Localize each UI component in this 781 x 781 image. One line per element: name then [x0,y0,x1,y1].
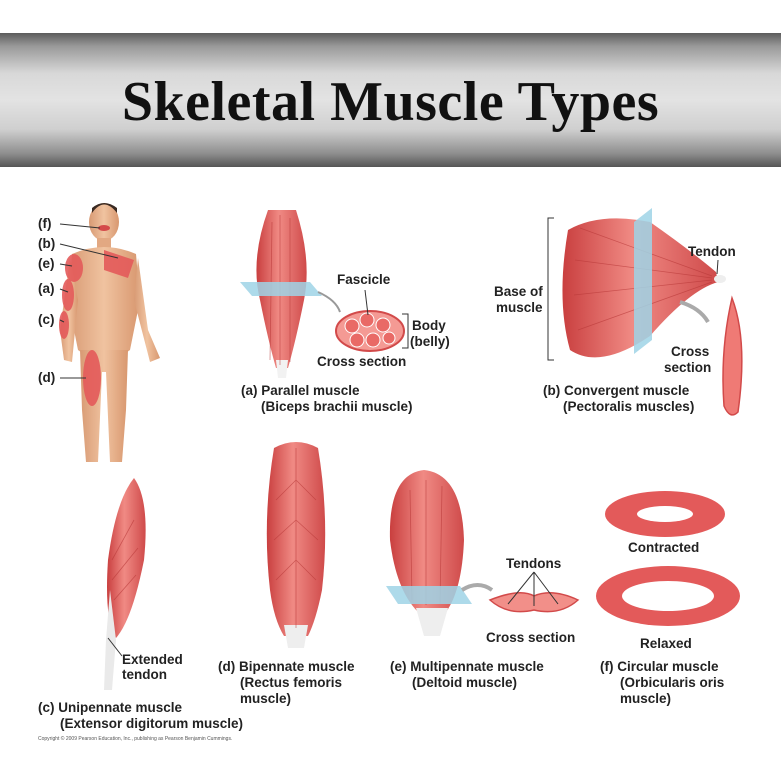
convergent-muscle-drawing [547,208,743,416]
body-label: Body [412,318,446,333]
bipennate-muscle-drawing [266,442,326,648]
base-of-muscle-label-1: Base of [494,284,543,299]
multipennate-muscle-drawing [386,470,580,636]
belly-label: (belly) [410,334,450,349]
body-label-c: (c) [38,312,55,327]
body-label-d: (d) [38,370,56,385]
relaxed-label: Relaxed [640,636,692,651]
circular-muscle-drawing [596,491,740,626]
unipennate-caption: (c) Unipennate muscle (Extensor digitoru… [38,700,244,731]
body-label-a: (a) [38,281,55,296]
parallel-caption: (a) Parallel muscle (Biceps brachii musc… [241,383,413,414]
unipennate-muscle-drawing [104,478,146,690]
bipennate-caption: (d) Bipennate muscle (Rectus femoris mus… [218,659,355,706]
convergent-cross-label-1: Cross [671,344,710,359]
human-body-figure [59,203,160,462]
extended-tendon-label-1: Extended [122,652,183,667]
contracted-label: Contracted [628,540,700,555]
tendon-label: Tendon [688,244,736,259]
title-banner [0,33,781,167]
body-label-e: (e) [38,256,55,271]
tendons-label: Tendons [506,556,562,571]
fascicle-label: Fascicle [337,272,391,287]
body-label-b: (b) [38,236,56,251]
extended-tendon-label-2: tendon [122,667,167,682]
convergent-caption: (b) Convergent muscle (Pectoralis muscle… [543,383,695,414]
parallel-muscle-drawing [240,210,409,378]
convergent-cross-label-2: section [664,360,712,375]
body-label-f: (f) [38,216,52,231]
multipennate-caption: (e) Multipennate muscle (Deltoid muscle) [390,659,544,690]
page-title: Skeletal Muscle Types [121,71,660,133]
multipennate-cross-section-label: Cross section [486,630,576,645]
base-of-muscle-label-2: muscle [496,300,543,315]
parallel-cross-section-label: Cross section [317,354,407,369]
circular-caption: (f) Circular muscle (Orbicularis oris mu… [600,659,725,706]
copyright-text: Copyright © 2009 Pearson Education, Inc.… [38,736,233,742]
